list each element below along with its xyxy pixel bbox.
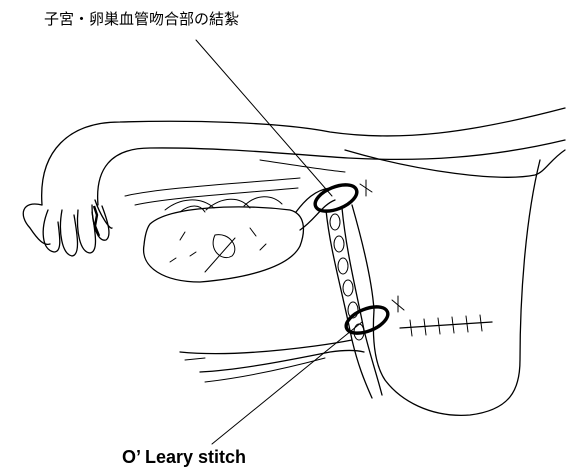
leader-line-stitch	[212, 322, 362, 444]
mesosalpinx	[125, 178, 300, 212]
uterine-vessels	[180, 208, 382, 398]
ovary	[144, 207, 304, 282]
leader-line-ligation	[196, 40, 332, 196]
uterus	[345, 150, 565, 415]
fimbriae	[23, 200, 112, 256]
fallopian-tube	[42, 108, 565, 205]
incision-sutures	[400, 315, 492, 336]
ligation-label: 子宮・卵巣血管吻合部の結紮	[44, 8, 239, 29]
stitch-label: O’ Leary stitch	[122, 447, 246, 468]
